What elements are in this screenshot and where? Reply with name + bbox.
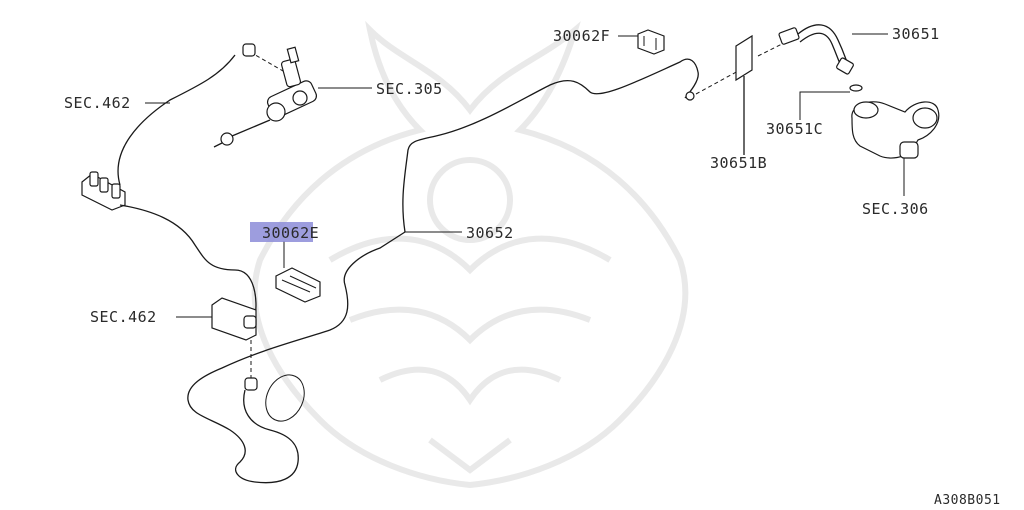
- callout-sec305[interactable]: SEC.305: [376, 80, 443, 98]
- gasket-30651c: [799, 84, 863, 120]
- master-cylinder-assembly: [117, 43, 372, 186]
- callout-30062f[interactable]: 30062F: [553, 27, 610, 45]
- callout-30651b[interactable]: 30651B: [710, 154, 767, 172]
- watermark-emblem: [251, 20, 689, 489]
- callout-sec462-lower[interactable]: SEC.462: [90, 308, 157, 326]
- flex-hose-30651: [778, 24, 888, 75]
- callout-30652[interactable]: 30652: [466, 224, 514, 242]
- callout-30651c[interactable]: 30651C: [766, 120, 823, 138]
- part-highlight: [250, 222, 313, 242]
- callout-30651[interactable]: 30651: [892, 25, 940, 43]
- lower-reservoir: [176, 231, 406, 484]
- callout-30062e[interactable]: 30062E: [262, 224, 319, 242]
- clip-30062f: [618, 29, 665, 55]
- callout-sec462-upper[interactable]: SEC.462: [64, 94, 131, 112]
- reservoir-hoses: [81, 102, 257, 319]
- operating-cylinder: [851, 101, 940, 196]
- bracket-30062e: [275, 241, 321, 303]
- figure-code: A308B051: [934, 493, 1001, 508]
- clutch-pipe-30652: [402, 58, 741, 233]
- callout-sec306[interactable]: SEC.306: [862, 200, 929, 218]
